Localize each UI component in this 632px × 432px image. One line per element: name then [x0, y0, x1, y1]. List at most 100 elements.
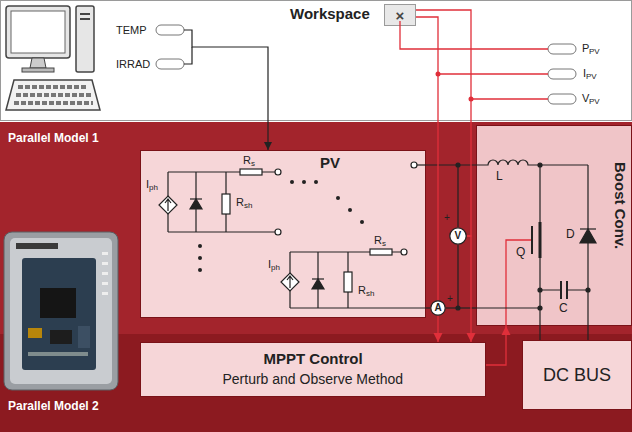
- pv-cell-circuit: [195, 172, 196, 232]
- text-holder: sh: [366, 289, 374, 298]
- pv-cell-circuit: [281, 273, 299, 291]
- computer-icon: [6, 80, 100, 110]
- signal-wire: [467, 236, 471, 342]
- boost-circuit: [586, 288, 590, 292]
- pv-cell-circuit: [287, 276, 293, 288]
- gate-signal-wire: [486, 326, 506, 365]
- boost-circuit: [580, 229, 596, 243]
- port-symbol: [548, 94, 576, 104]
- text-holder: ph: [271, 263, 280, 272]
- continuation-dots: [348, 208, 352, 212]
- node-text: ×: [396, 7, 405, 24]
- signal-wire: [471, 98, 548, 99]
- pv-cell-circuit: [222, 194, 230, 214]
- component-label: R: [236, 196, 244, 209]
- output-port-label: I: [583, 67, 586, 80]
- signal-wire: [438, 73, 548, 74]
- computer-icon: [6, 6, 100, 110]
- text-holder: I: [146, 178, 149, 191]
- port-symbol: [548, 69, 576, 79]
- pv-cell-circuit: [240, 169, 262, 175]
- voltmeter-lead: [456, 163, 460, 310]
- node-text: Boost Conv.: [611, 162, 628, 249]
- text-holder: Perturb and Observe Method: [223, 371, 404, 387]
- pv-cell-circuit: [275, 169, 281, 175]
- power-wire: [426, 307, 430, 308]
- connector-group: [268, 10, 588, 365]
- text-holder: P: [582, 42, 589, 55]
- text-holder: R: [243, 154, 251, 167]
- text-holder: R: [374, 234, 382, 247]
- pv-cell-circuit: [347, 252, 348, 308]
- text-holder: R: [358, 284, 366, 297]
- computer-icon: [16, 93, 91, 97]
- voltmeter-lead: [456, 306, 460, 310]
- ni-device-photo: [78, 326, 90, 348]
- text-holder: L: [496, 170, 503, 184]
- boost-circuit: [476, 160, 596, 326]
- subscript: ph: [271, 263, 280, 272]
- boost-circuit: [538, 306, 542, 310]
- bus-wire: [587, 326, 588, 340]
- ni-device-photo: [22, 258, 96, 370]
- text-holder: ×: [396, 7, 405, 24]
- ni-device-photo: [102, 272, 108, 275]
- text-holder: V: [582, 92, 589, 105]
- pv-cell-circuit: [225, 172, 226, 232]
- ni-device-photo: [102, 252, 108, 255]
- node-text: DC BUS: [543, 365, 611, 386]
- model-band: PV Boost Conv. V A Parallel Model 1: [0, 122, 632, 334]
- computer-icon: [18, 85, 88, 89]
- pv-cell-circuit: [401, 249, 407, 255]
- component-label: C: [559, 302, 568, 316]
- signal-wire: [400, 21, 548, 326]
- power-wire: [426, 164, 476, 165]
- text-holder: Parallel Model 2: [8, 400, 99, 414]
- subscript: sh: [366, 289, 374, 298]
- polarity-sign: +: [447, 293, 453, 305]
- text-holder: PV: [320, 154, 340, 171]
- boost-circuit: [539, 165, 540, 326]
- ni-device-photo: [28, 328, 42, 338]
- ni-device-photo: [4, 232, 118, 390]
- input-wire: [267, 121, 268, 150]
- text-holder: V: [455, 230, 462, 242]
- node-text: V: [455, 230, 462, 242]
- text-holder: Q: [516, 246, 525, 260]
- subscript: PV: [589, 97, 600, 106]
- node-text: PV: [320, 154, 340, 171]
- text-holder: DC BUS: [543, 365, 611, 386]
- continuation-dots: [314, 180, 318, 184]
- boost-circuit: [580, 228, 596, 229]
- node-text: A: [435, 302, 442, 314]
- pv-cell-circuit: [317, 252, 318, 308]
- continuation-dots: [198, 268, 202, 272]
- boost-circuit: [539, 222, 542, 258]
- pv-cell-circuit: [312, 278, 324, 279]
- text-holder: Parallel Model 1: [8, 132, 99, 146]
- mppt-control-box: MPPT ControlPerturb and Observe Method: [140, 342, 486, 397]
- ni-device-photo: [40, 288, 76, 318]
- text-holder: sh: [244, 201, 252, 210]
- pv-cell-circuit: [370, 249, 392, 255]
- text-holder: C: [559, 302, 568, 316]
- input-wire: [184, 30, 268, 121]
- ni-device-photo: [4, 232, 118, 390]
- text-holder: TEMP: [116, 24, 147, 37]
- text-holder: A: [435, 302, 442, 314]
- boost-circuit: [476, 307, 540, 308]
- pv-cell-circuit: [159, 162, 426, 308]
- text-holder: Workspace: [290, 5, 370, 22]
- text-holder: MPPT Control: [264, 350, 363, 367]
- ni-device-photo: [102, 282, 108, 285]
- boost-circuit: [540, 289, 588, 290]
- node-text: Parallel Model 1: [8, 132, 99, 146]
- model-band: MPPT ControlPerturb and Observe Method DC…: [0, 334, 632, 432]
- signal-wire: [437, 316, 438, 342]
- computer-icon: [80, 18, 90, 20]
- pv-cell-circuit: [312, 279, 324, 289]
- signal-wire: [400, 21, 548, 49]
